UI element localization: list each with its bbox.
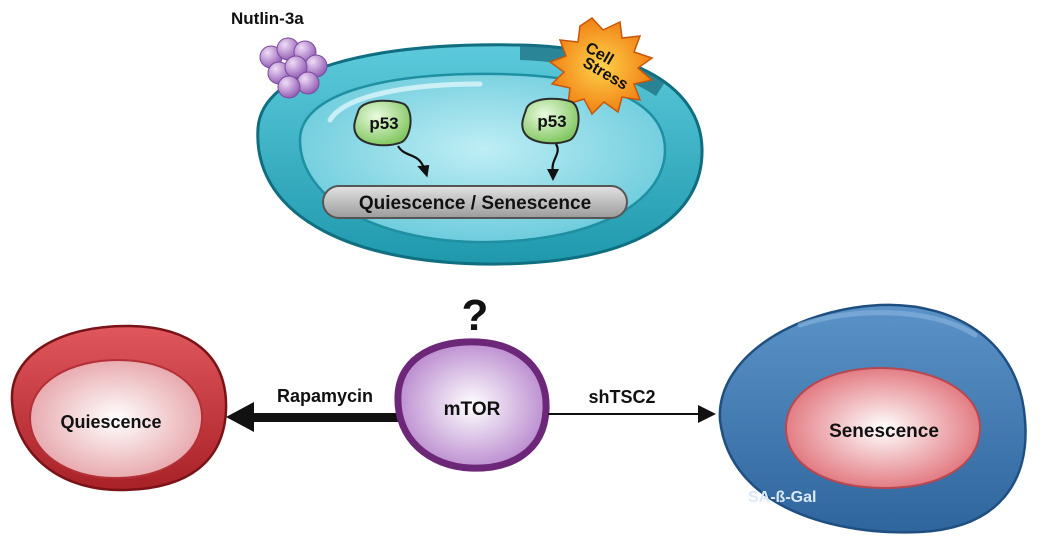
outcome-bar: Quiescence / Senescence [322,185,628,219]
cell-stress-burst: Cell Stress [548,17,654,116]
mtor-label: mTOR [444,399,501,420]
p53-left: p53 [353,99,430,178]
shtsc2-arrow [548,405,716,423]
senescence-cell-highlight [797,310,978,338]
shtsc2-label: shTSC2 [588,387,655,407]
mtor-cell: mTOR [394,338,550,472]
senescence-cell: Senescence SA-ß-Gal [718,303,1027,534]
outcome-bar-shape [322,185,628,219]
p53-left-label: p53 [369,114,398,133]
nutlin-label: Nutlin-3a [231,9,304,28]
rapamycin-label: Rapamycin [277,386,373,406]
mtor-cell-membrane [394,338,550,472]
p53-left-arrow [397,145,426,169]
p53-left-shape [353,99,412,147]
outcome-bar-label: Quiescence / Senescence [359,193,591,214]
rapamycin-arrow [226,402,402,432]
question-mark: ? [462,291,489,340]
stress-membrane-segment [520,45,665,96]
top-cell-nucleus-highlight [327,81,483,123]
stress-burst-shape [548,17,654,116]
p53-right-shape [521,97,580,145]
senescence-cell-nucleus [784,366,982,490]
quiescence-cell-nucleus [28,358,204,480]
sa-beta-gal-label: SA-ß-Gal [748,489,816,506]
senescence-label: Senescence [829,421,939,442]
quiescence-cell: Quiescence [10,324,228,492]
p53-right-label: p53 [537,112,566,131]
p53-right: p53 [521,97,580,181]
quiescence-label: Quiescence [60,412,161,432]
nutlin-molecule-cluster [259,37,328,99]
